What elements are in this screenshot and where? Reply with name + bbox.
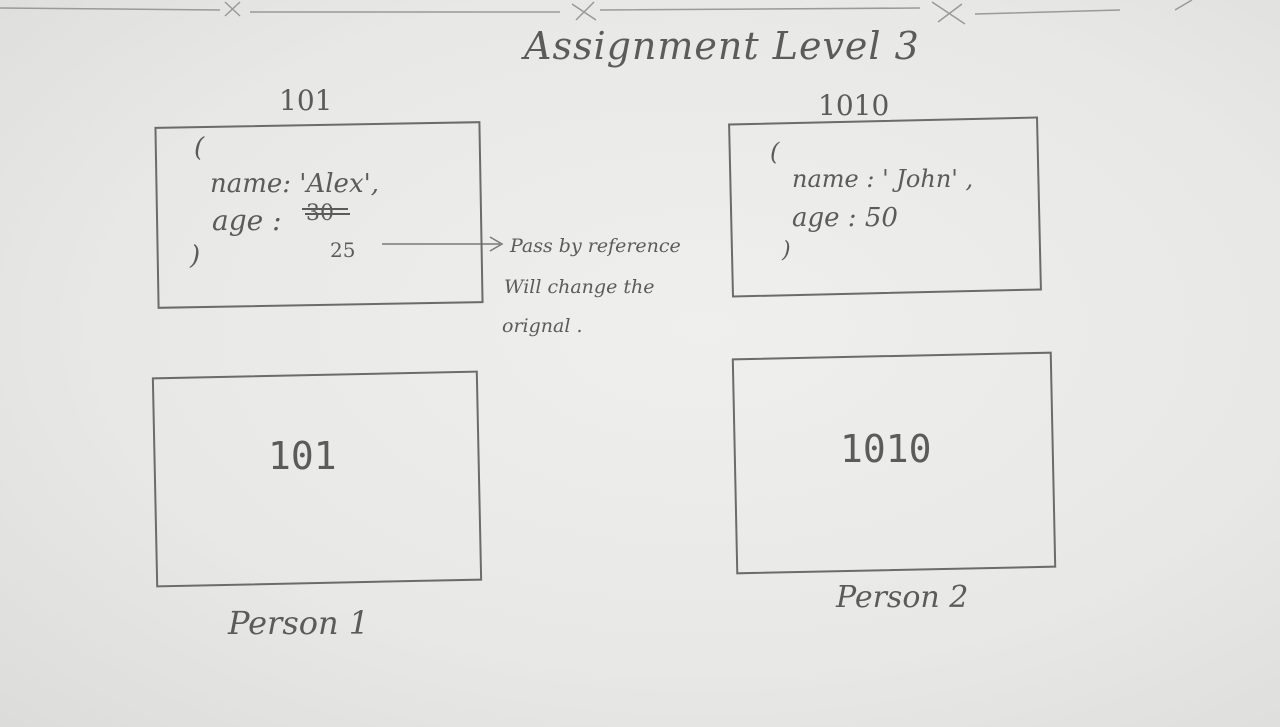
age-new-left: 25 — [330, 238, 356, 262]
close-brace-left: ) — [190, 241, 201, 271]
age-line-right: age : 50 — [792, 203, 898, 233]
open-brace-left: ( — [194, 133, 205, 163]
heap-address-right: 1010 — [818, 89, 890, 122]
annotation-line-3: orignal . — [502, 315, 583, 337]
page-title: Assignment Level 3 — [524, 24, 920, 68]
heap-address-left: 101 — [279, 84, 333, 117]
age-struck-left: 30 — [306, 201, 334, 226]
stack-value-left: 101 — [268, 434, 337, 478]
close-brace-right: ) — [782, 238, 791, 263]
name-line-left: name: 'Alex', — [210, 169, 380, 199]
person-label-left: Person 1 — [228, 604, 370, 642]
open-brace-right: ( — [770, 138, 780, 166]
strike-mark — [302, 208, 350, 215]
age-label-left: age : — [212, 204, 282, 237]
annotation-line-2: Will change the — [504, 276, 655, 298]
arrow — [382, 236, 504, 252]
top-rule — [0, 0, 1193, 25]
annotation-line-1: Pass by reference — [510, 235, 681, 257]
person-label-right: Person 2 — [836, 580, 969, 615]
name-line-right: name : ' John' , — [792, 165, 974, 193]
stack-value-right: 1010 — [840, 427, 932, 471]
stack-box-left — [151, 370, 483, 588]
